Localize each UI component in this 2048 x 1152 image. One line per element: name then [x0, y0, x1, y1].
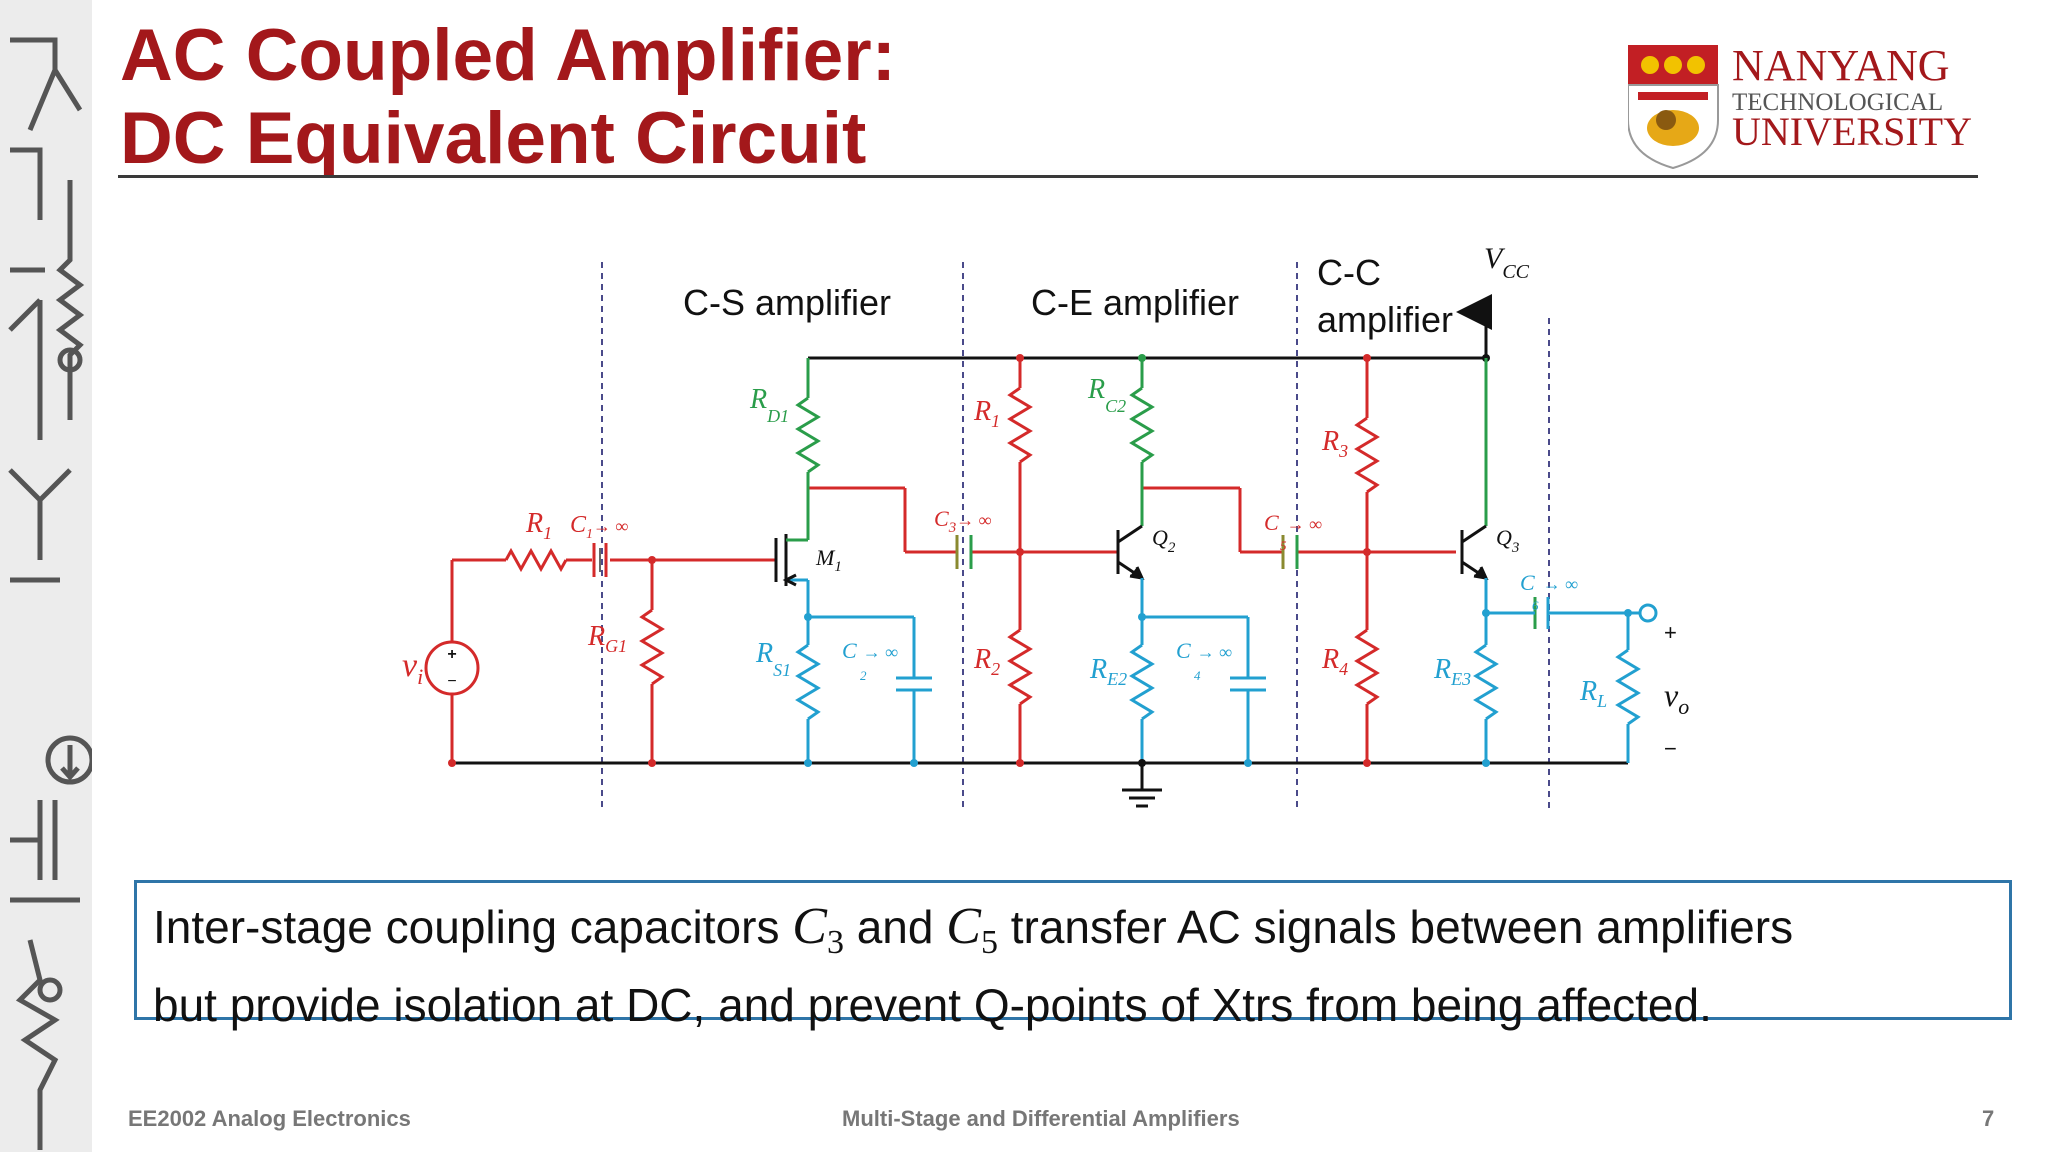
resistor-rg1 — [639, 608, 665, 686]
label-vo: vo — [1664, 677, 1689, 719]
page-number: 7 — [1982, 1106, 1995, 1131]
stage-dividers — [601, 262, 1550, 810]
label-r3: R3 — [1321, 426, 1348, 461]
voltage-source-icon: + − — [424, 640, 480, 696]
output-minus: − — [1664, 736, 1677, 761]
stage-label-cc-1: C-C — [1317, 252, 1381, 293]
output-terminal — [1638, 603, 1658, 623]
resistor-rl — [1615, 648, 1641, 726]
mosfet-m1 — [774, 534, 810, 617]
crest-icon — [1628, 45, 1719, 170]
stage-label-ce: C-E amplifier — [1031, 282, 1239, 323]
circuit-decoration — [0, 0, 92, 1152]
resistor-rd1 — [795, 396, 821, 474]
label-c5: C→ ∞5 — [1264, 510, 1322, 553]
label-rl: RL — [1579, 676, 1607, 711]
svg-text:+: + — [447, 646, 456, 663]
output-plus: + — [1664, 620, 1677, 645]
resistor-r2 — [1007, 628, 1033, 706]
resistor-re3 — [1473, 643, 1499, 721]
label-q2: Q2 — [1152, 525, 1176, 556]
svg-text:−: − — [447, 673, 456, 690]
resistor-r3 — [1354, 416, 1380, 494]
label-re3: RE3 — [1433, 654, 1471, 689]
label-rc2: RC2 — [1087, 374, 1126, 416]
explanation-box: Inter-stage coupling capacitors C3 and C… — [134, 880, 2012, 1031]
label-c2: C→ ∞2 — [842, 638, 898, 683]
capacitor-c5 — [1281, 535, 1299, 569]
logo-university: UNIVERSITY — [1732, 109, 1972, 154]
ground-icon — [1122, 763, 1162, 808]
resistor-rs1 — [795, 643, 821, 721]
bjt-q2 — [1116, 524, 1145, 580]
stage-label-cs: C-S amplifier — [683, 282, 891, 323]
resistor-r1 — [504, 547, 568, 573]
university-logo: NANYANG TECHNOLOGICAL UNIVERSITY — [1628, 41, 1972, 170]
label-q3: Q3 — [1496, 525, 1519, 556]
label-rd1: RD1 — [749, 384, 789, 426]
label-r4: R4 — [1321, 644, 1348, 679]
resistor-r4 — [1354, 628, 1380, 706]
logo-technological: TECHNOLOGICAL — [1732, 89, 1943, 116]
stage-label-cc-2: amplifier — [1317, 299, 1453, 340]
footer-course: EE2002 Analog Electronics — [128, 1106, 411, 1131]
label-vi: vi — [402, 647, 423, 689]
resistor-re2 — [1129, 643, 1155, 721]
vcc-label: VCC — [1484, 242, 1530, 283]
explanation-line-1: Inter-stage coupling capacitors C3 and C… — [153, 898, 1794, 962]
bjt-q3 — [1460, 524, 1489, 580]
label-c3: C3→ ∞ — [934, 506, 992, 536]
title-divider — [118, 175, 1978, 178]
label-r1: R1 — [525, 508, 552, 543]
label-c1: C1→ ∞ — [570, 512, 628, 542]
resistor-rc2 — [1129, 386, 1155, 464]
label-re2: RE2 — [1089, 654, 1127, 689]
logo-nanyang: NANYANG — [1732, 41, 1950, 90]
label-c6: C→ ∞6 — [1520, 570, 1578, 613]
resistor-r1-bias — [1007, 386, 1033, 464]
label-r1-bias: R1 — [973, 396, 1000, 431]
title-line-2: DC Equivalent Circuit — [120, 98, 867, 179]
label-c4: C→ ∞4 — [1176, 638, 1232, 683]
explanation-line-2: but provide isolation at DC, and prevent… — [153, 979, 1712, 1032]
slide-title: AC Coupled Amplifier: DC Equivalent Circ… — [120, 14, 896, 180]
footer-topic: Multi-Stage and Differential Amplifiers — [842, 1106, 1240, 1131]
label-m1: M1 — [815, 545, 842, 575]
label-rs1: RS1 — [755, 638, 791, 680]
title-line-1: AC Coupled Amplifier: — [120, 15, 896, 96]
capacitor-c3 — [955, 535, 973, 569]
label-rg1: RG1 — [587, 621, 627, 656]
label-r2: R2 — [973, 644, 1000, 679]
capacitor-c1 — [592, 543, 608, 577]
